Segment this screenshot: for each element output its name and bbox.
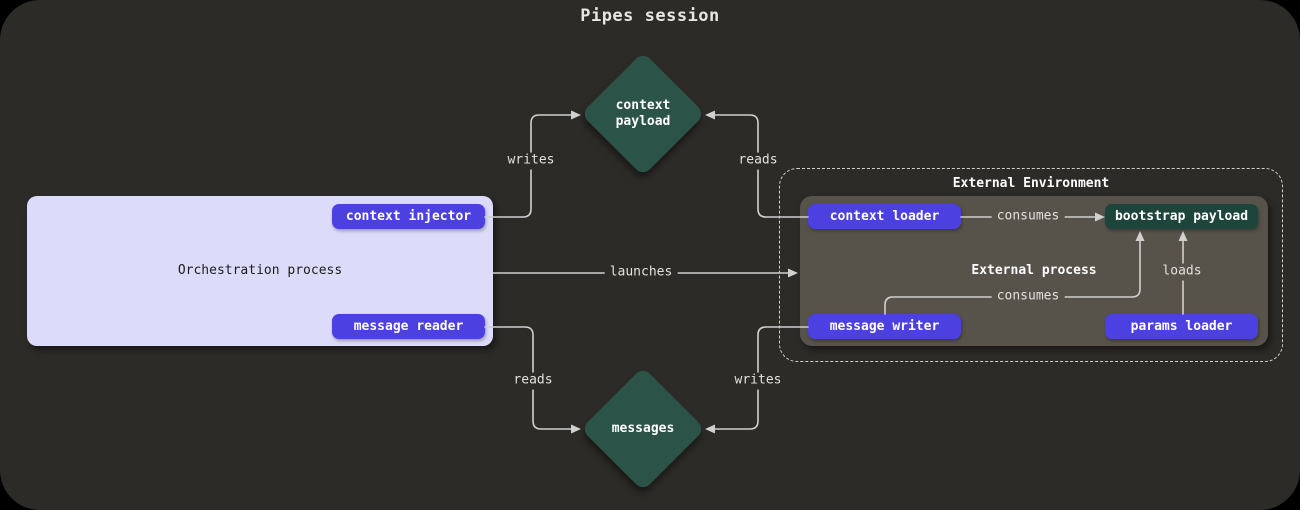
- message-reader-node: message reader: [332, 314, 485, 339]
- external-environment-container: External Environment: [779, 168, 1283, 362]
- edge-label-consumes-top: consumes: [991, 208, 1065, 226]
- edge-label-reads-bottom: reads: [508, 372, 558, 390]
- message-writer-node: message writer: [808, 314, 961, 339]
- orchestration-process-label: Orchestration process: [177, 263, 343, 278]
- diagram-title: Pipes session: [580, 6, 720, 26]
- messages-label: messages: [611, 420, 675, 436]
- message-reader-label: message reader: [353, 319, 464, 334]
- external-environment-label: External Environment: [952, 176, 1110, 191]
- context-injector-node: context injector: [332, 204, 485, 229]
- context-payload-label: context payload: [615, 97, 671, 129]
- params-loader-node: params loader: [1105, 314, 1258, 339]
- context-loader-node: context loader: [808, 204, 961, 229]
- edge-label-writes-top: writes: [502, 152, 560, 170]
- edge-label-consumes-bottom: consumes: [991, 288, 1065, 306]
- params-loader-label: params loader: [1130, 319, 1233, 334]
- edge-label-launches: launches: [604, 264, 678, 282]
- context-injector-label: context injector: [345, 209, 472, 224]
- bootstrap-payload-label: bootstrap payload: [1114, 209, 1249, 224]
- context-loader-label: context loader: [829, 209, 940, 224]
- edge-label-reads-top: reads: [733, 152, 783, 170]
- edge-label-writes-bottom: writes: [729, 372, 787, 390]
- message-writer-label: message writer: [829, 319, 940, 334]
- bootstrap-payload-node: bootstrap payload: [1105, 204, 1258, 229]
- edge-label-loads: loads: [1157, 263, 1207, 281]
